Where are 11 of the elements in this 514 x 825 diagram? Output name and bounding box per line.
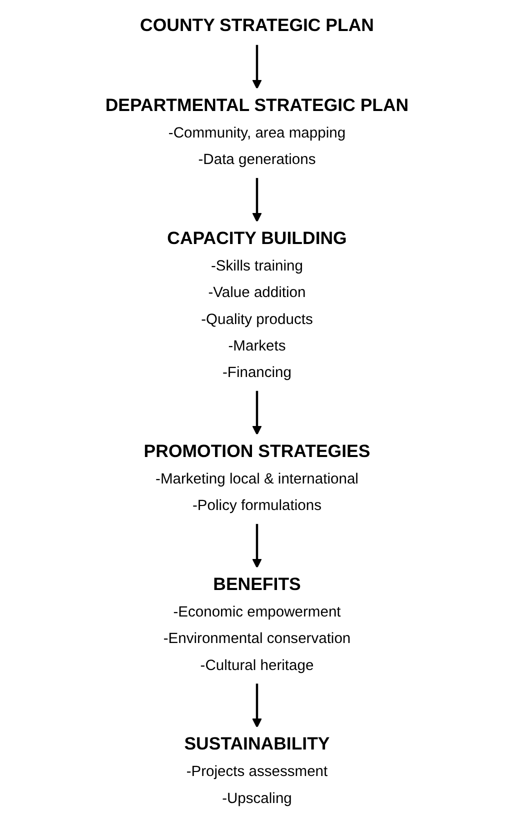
node-text: DEPARTMENTAL STRATEGIC PLAN -Community, area mapping -Data generations — [105, 96, 409, 168]
node-text: BENEFITS -Economic empowerment -Environmental conservation -Cultural heritage — [163, 576, 351, 674]
arrow — [252, 177, 262, 222]
node-text: COUNTY STRATEGIC PLAN — [140, 16, 374, 36]
arrow — [252, 390, 262, 436]
node-text: CAPACITY BUILDING -Skills training -Value addition -Quality products -Markets -Financing — [167, 230, 347, 380]
node-text: PROMOTION STRATEGIES -Marketing local & international -Policy formulations — [144, 442, 370, 514]
arrow — [252, 523, 262, 568]
arrow — [252, 44, 262, 90]
arrow — [252, 683, 262, 728]
node-text: SUSTAINABILITY -Projects assessment -Upscaling — [184, 735, 330, 806]
